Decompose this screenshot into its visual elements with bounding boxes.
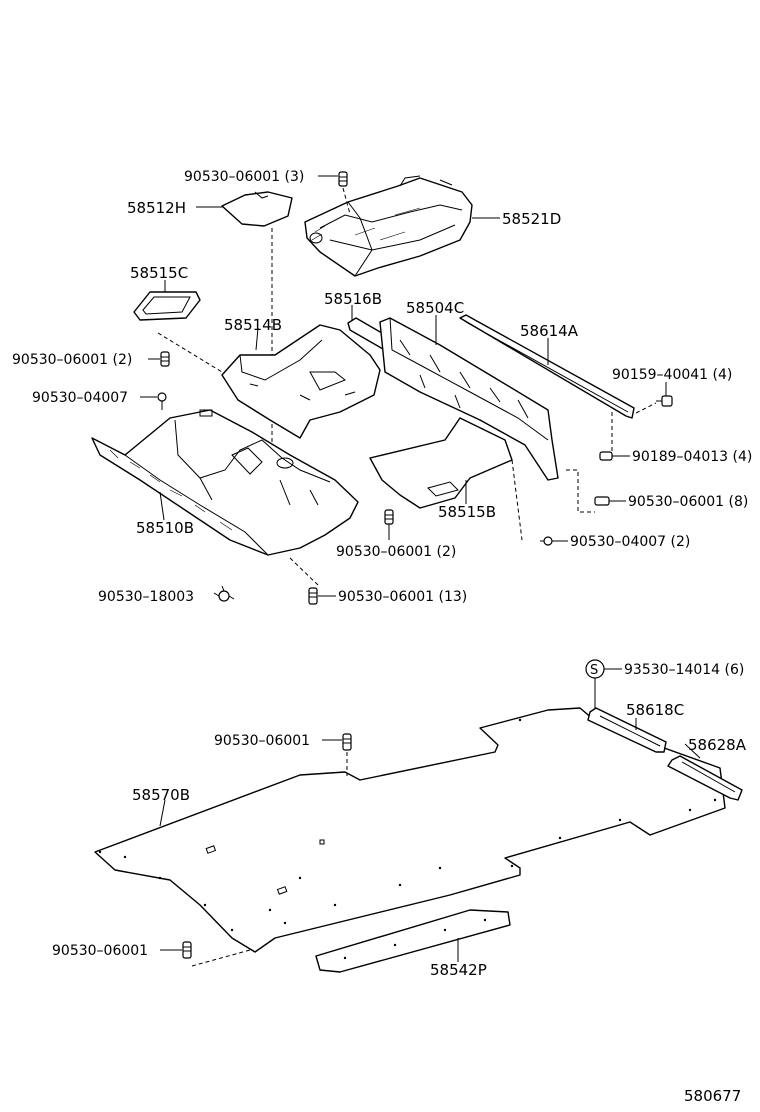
label-93530-14014-6: 93530–14014 (6) <box>624 662 744 678</box>
label-90159-40041-4: 90159–40041 (4) <box>612 367 732 383</box>
clip-90530-06001-3 <box>338 171 348 187</box>
part-58515b <box>369 417 513 509</box>
part-58570b <box>94 707 726 953</box>
label-58510b: 58510B <box>136 519 194 537</box>
part-58514b <box>221 324 381 439</box>
part-58504c <box>379 317 559 481</box>
part-58515c <box>133 291 201 321</box>
label-58521d: 58521D <box>502 210 561 228</box>
part-58618c <box>587 707 667 753</box>
label-90530-06001-3: 90530–06001 (3) <box>184 169 304 185</box>
part-58628a <box>667 755 743 801</box>
label-58614a: 58614A <box>520 322 579 340</box>
label-58542p: 58542P <box>430 961 487 979</box>
clip-90530-06001-lower-left <box>182 941 192 959</box>
screw-90530-04007-2 <box>540 536 553 546</box>
clip-90530-06001-8 <box>594 496 610 506</box>
label-90530-06001-lower-top: 90530–06001 <box>214 733 310 749</box>
label-58515c: 58515C <box>130 264 188 282</box>
rivet-90189-04013-4 <box>599 451 618 461</box>
label-90530-06001-13: 90530–06001 (13) <box>338 589 467 605</box>
label-90530-06001-2-left: 90530–06001 (2) <box>12 352 132 368</box>
part-58614a <box>459 314 635 419</box>
clip-90530-06001-2-left <box>160 351 170 367</box>
part-58512h <box>221 191 293 227</box>
label-90530-18003: 90530–18003 <box>98 589 194 605</box>
label-58504c: 58504C <box>406 299 464 317</box>
part-58510b <box>91 409 359 556</box>
part-58542p <box>315 909 511 973</box>
label-90530-06001-8: 90530–06001 (8) <box>628 494 748 510</box>
label-58512h: 58512H <box>127 199 186 217</box>
label-58515b: 58515B <box>438 503 496 521</box>
label-90530-04007: 90530–04007 <box>32 390 128 406</box>
clip-90530-06001-2-middle <box>384 509 394 525</box>
bolt-90159-40041-4 <box>656 395 673 407</box>
label-58570b: 58570B <box>132 786 190 804</box>
label-90530-06001-2-middle: 90530–06001 (2) <box>336 544 456 560</box>
drawing-number: 580677 <box>684 1087 741 1105</box>
label-58514b: 58514B <box>224 316 282 334</box>
label-58618c: 58618C <box>626 701 684 719</box>
label-90189-04013-4: 90189–04013 (4) <box>632 449 752 465</box>
grommet-90530-18003 <box>213 585 235 602</box>
clip-90530-06001-lower-top <box>342 733 352 751</box>
label-58628a: 58628A <box>688 736 747 754</box>
label-90530-06001-lower-left: 90530–06001 <box>52 943 148 959</box>
screw-90530-04007 <box>157 392 167 410</box>
label-58516b: 58516B <box>324 290 382 308</box>
part-58521d <box>304 175 473 277</box>
label-90530-04007-2: 90530–04007 (2) <box>570 534 690 550</box>
clip-90530-06001-13 <box>308 587 318 605</box>
label-s-marker: S <box>590 663 598 678</box>
